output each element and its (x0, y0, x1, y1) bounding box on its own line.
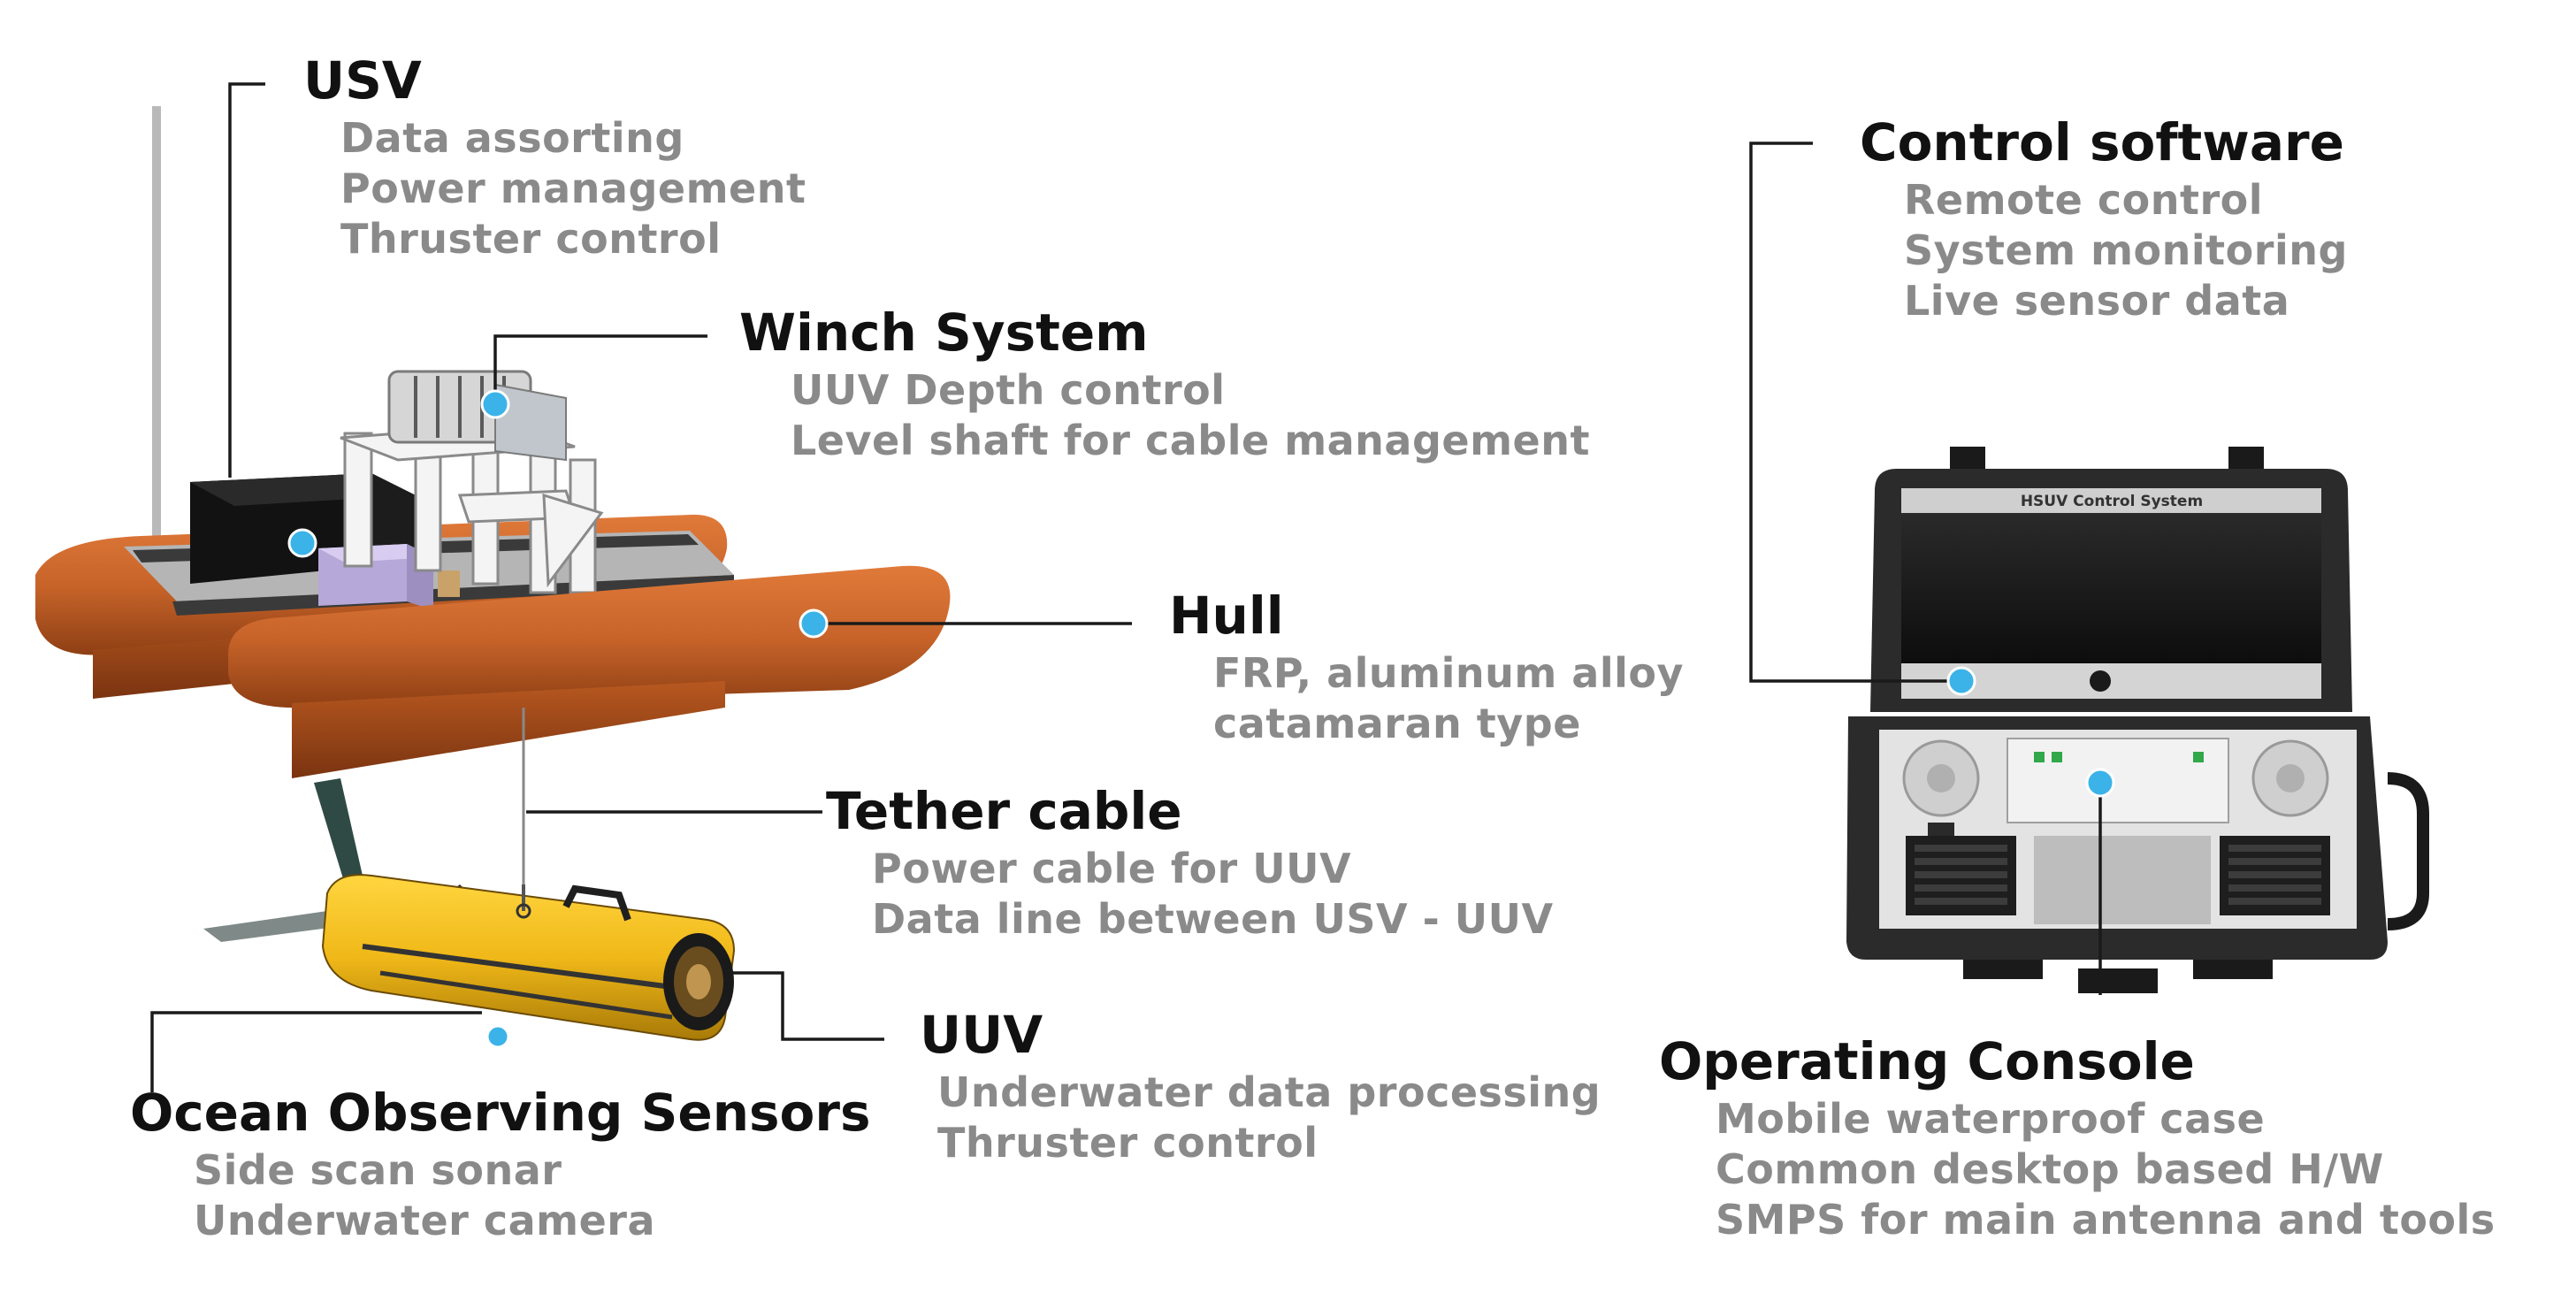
console-item: Common desktop based H/W (1716, 1145, 2384, 1193)
winch-item: Level shaft for cable management (791, 417, 1590, 464)
tail-fin-top (314, 778, 363, 884)
uuv-title: UUV (920, 1005, 1043, 1065)
sensors-item: Side scan sonar (194, 1146, 562, 1194)
winch-title: Winch System (739, 302, 1149, 363)
software-item: System monitoring (1904, 226, 2348, 274)
markers (287, 389, 2115, 1049)
usv-vessel (35, 106, 951, 884)
tether-title: Tether cable (826, 781, 1182, 841)
marker-sensors (485, 1024, 510, 1049)
antenna-mast (152, 106, 161, 566)
sensors-label: Ocean Observing Sensors Side scan sonar … (130, 1083, 871, 1246)
hull-item: catamaran type (1213, 700, 1581, 747)
marker-software (1946, 666, 1976, 696)
leader-sensors (150, 1011, 482, 1092)
usv-label: USV Data assorting Power management Thru… (303, 51, 806, 264)
console-title: Operating Console (1659, 1031, 2195, 1091)
leader-software (1749, 142, 1959, 683)
operating-console: HSUV Control System (1846, 447, 2429, 993)
console-label: Operating Console Mobile waterproof case… (1659, 1032, 2496, 1245)
sensors-item: Underwater camera (194, 1197, 656, 1244)
screen-title: HSUV Control System (2021, 493, 2203, 510)
software-label: Control software Remote control System m… (1860, 113, 2348, 326)
usv-item: Power management (340, 165, 806, 212)
software-item: Remote control (1904, 176, 2264, 224)
marker-console (2085, 768, 2115, 798)
software-title: Control software (1860, 112, 2344, 172)
marker-winch (480, 389, 510, 419)
winch-label: Winch System UUV Depth control Level sha… (739, 303, 1590, 466)
usv-item: Data assorting (340, 114, 684, 162)
tether-label: Tether cable Power cable for UUV Data li… (826, 782, 1554, 945)
uuv-body (321, 874, 736, 1041)
tether-item: Data line between USV - UUV (872, 895, 1554, 943)
marker-usv (287, 528, 317, 558)
leader-uuv (730, 971, 884, 1041)
leader-usv (228, 82, 265, 478)
software-item: Live sensor data (1904, 277, 2290, 325)
console-item: SMPS for main antenna and tools (1716, 1196, 2496, 1244)
hull-title: Hull (1169, 586, 1284, 646)
uuv-item: Thruster control (937, 1119, 1319, 1167)
usv-title: USV (303, 50, 422, 111)
winch-item: UUV Depth control (791, 366, 1226, 414)
console-item: Mobile waterproof case (1716, 1095, 2266, 1143)
hull-item: FRP, aluminum alloy (1213, 649, 1684, 697)
sensors-title: Ocean Observing Sensors (130, 1083, 871, 1143)
tether-item: Power cable for UUV (872, 845, 1352, 892)
winch-drum (387, 370, 567, 462)
uuv-item: Underwater data processing (937, 1068, 1601, 1116)
marker-hull (799, 609, 829, 639)
leader-lines (150, 82, 2102, 1092)
leader-winch (493, 334, 707, 398)
tail-fin-side (203, 911, 336, 942)
uuv-vehicle (203, 778, 736, 1041)
usv-item: Thruster control (340, 215, 722, 263)
hull-label: Hull FRP, aluminum alloy catamaran type (1169, 586, 1684, 749)
front-hull (228, 565, 951, 778)
monitor-screen (1901, 513, 2321, 663)
uuv-label: UUV Underwater data processing Thruster … (920, 1006, 1601, 1168)
